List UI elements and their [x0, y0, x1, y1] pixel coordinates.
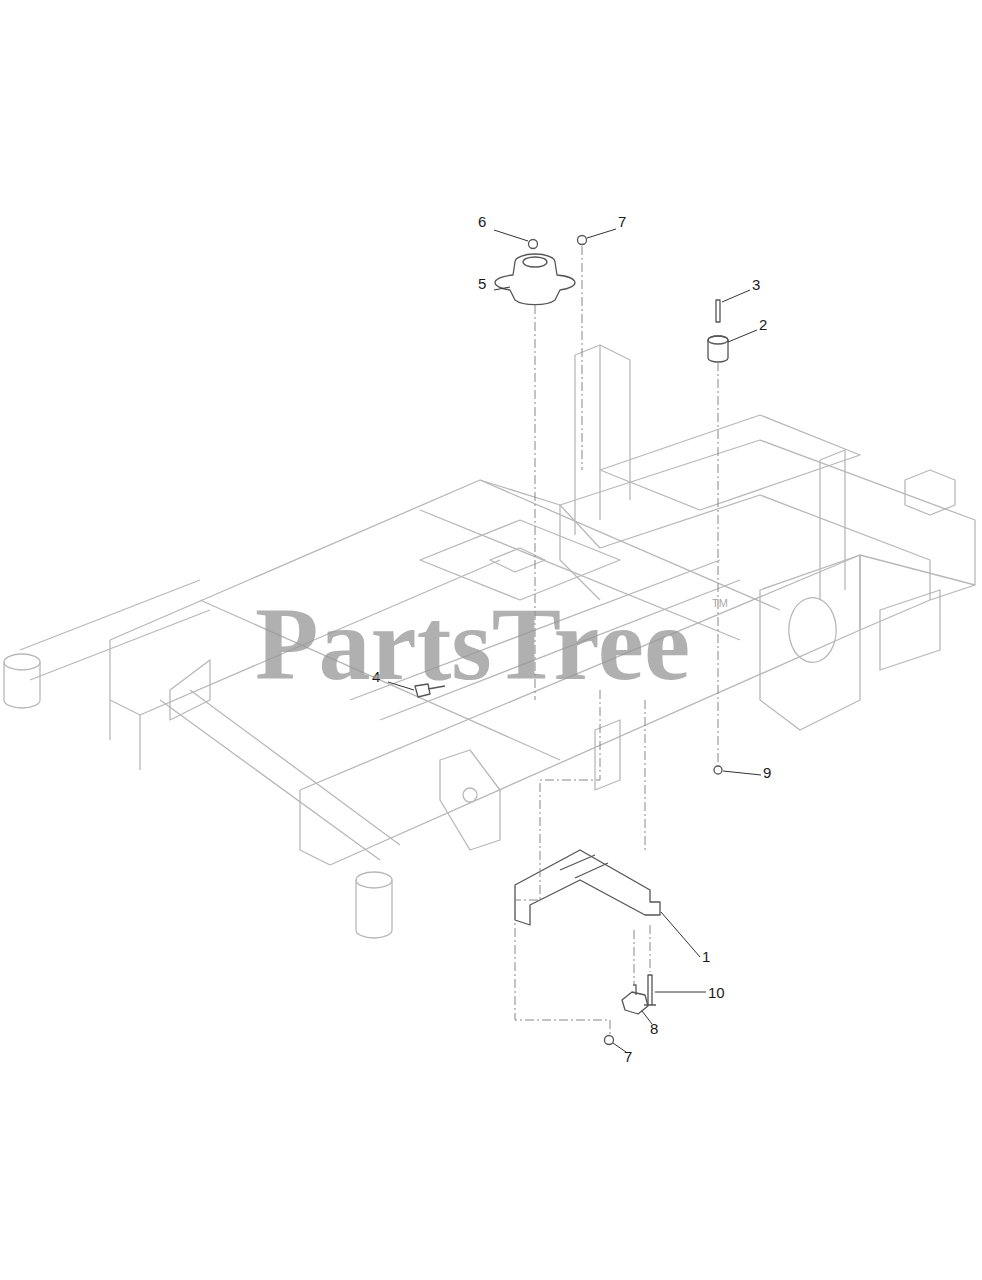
trademark-mark: TM [712, 598, 728, 609]
callout-number: 6 [478, 214, 486, 229]
callout-number: 7 [618, 214, 626, 229]
callout-number: 2 [759, 317, 767, 332]
callout-number: 8 [650, 1021, 658, 1036]
callout-number: 3 [752, 277, 760, 292]
callout-number: 7 [624, 1049, 632, 1064]
callout-number: 9 [763, 765, 771, 780]
watermark: PartsTree [255, 592, 690, 696]
callout-number: 1 [702, 949, 710, 964]
callout-number: 10 [708, 985, 725, 1000]
callout-number: 5 [478, 276, 486, 291]
